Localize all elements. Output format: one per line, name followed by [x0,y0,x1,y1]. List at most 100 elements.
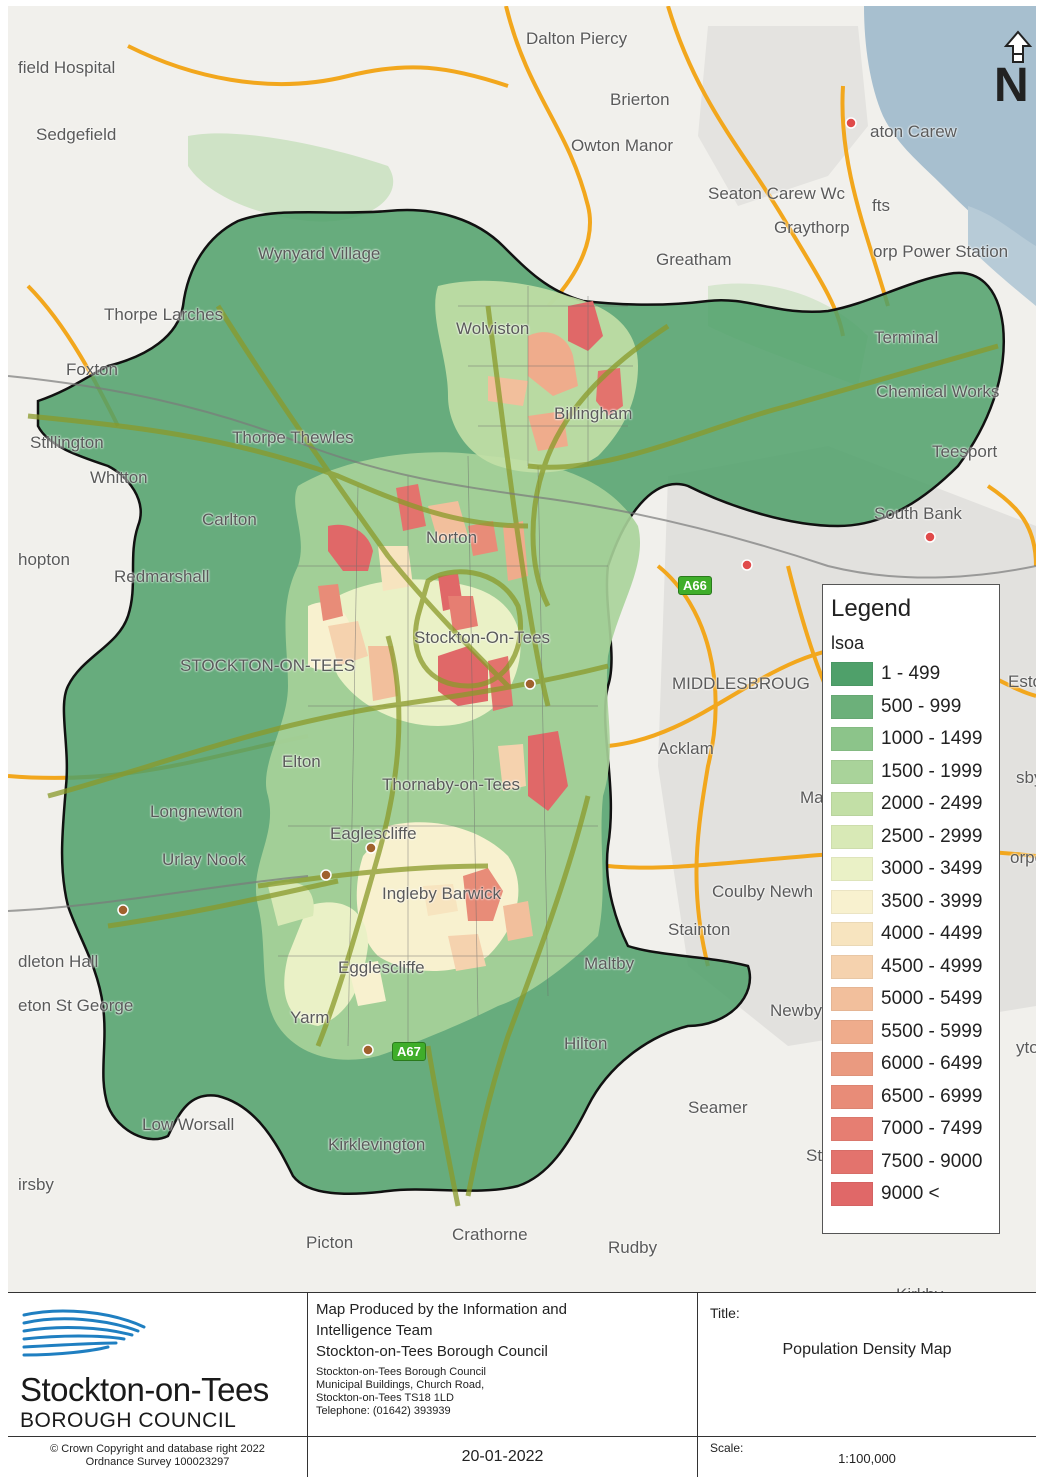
place-label: Thorpe Thewles [232,428,354,447]
map-date: 20-01-2022 [461,1448,544,1465]
legend-label: 2500 - 2999 [881,825,983,847]
legend-item: 5500 - 5999 [831,1016,991,1049]
place-label: Seaton Carew Wc [708,184,845,203]
date-cell: 20-01-2022 [308,1437,698,1477]
north-label: N [994,59,1029,112]
legend-swatch [831,857,873,882]
place-label: irsby [18,1175,54,1194]
place-label: fts [872,196,890,215]
title-label: Title: [710,1305,740,1321]
produced-line3: Stockton-on-Tees Borough Council [316,1343,548,1360]
place-label: Billingham [554,404,633,423]
legend-label: 1500 - 1999 [881,760,983,782]
legend-item: 500 - 999 [831,691,991,724]
place-label: Dalton Piercy [526,29,628,48]
place-label: Rudby [608,1238,658,1257]
place-label: eton St George [18,996,134,1015]
place-label: Acklam [658,739,714,758]
scale-cell: Scale: 1:100,000 [698,1437,1036,1477]
legend-label: 500 - 999 [881,695,962,717]
place-label: Terminal [874,328,939,347]
legend-swatch [831,1084,873,1109]
legend-swatch [831,694,873,719]
title-cell: Title: Population Density Map [698,1293,1036,1437]
place-label: Picton [306,1233,354,1252]
place-label: Wynyard Village [258,244,381,263]
address-line2: Municipal Buildings, Church Road, [316,1379,485,1391]
legend-label: 3500 - 3999 [881,890,983,912]
legend-label: 3000 - 3499 [881,858,983,880]
legend-label: 2000 - 2499 [881,793,983,815]
north-arrow-icon [1003,30,1033,63]
legend-item: 4000 - 4499 [831,918,991,951]
place-label: Low Worsall [142,1115,235,1134]
legend-item: 1500 - 1999 [831,756,991,789]
legend-swatch [831,759,873,784]
legend-swatch [831,1117,873,1142]
map-title: Population Density Map [782,1341,952,1358]
legend-label: 6500 - 6999 [881,1085,983,1107]
legend-label: 4000 - 4499 [881,923,983,945]
legend-item: 4500 - 4999 [831,951,991,984]
place-label: MIDDLESBROUG [672,674,810,693]
place-label: Egglescliffe [338,958,425,977]
legend-item: 9000 < [831,1178,991,1211]
place-label: Newby [770,1001,822,1020]
address-line4: Telephone: (01642) 393939 [316,1405,451,1417]
address-line3: Stockton-on-Tees TS18 1LD [316,1392,454,1404]
legend-label: 9000 < [881,1183,940,1205]
legend-swatch [831,889,873,914]
place-label: STOCKTON-ON-TEES [180,656,356,675]
address-line1: Stockton-on-Tees Borough Council [316,1366,486,1378]
legend-item: 2000 - 2499 [831,788,991,821]
place-label: Urlay Nook [162,850,247,869]
place-label: Kirklevington [328,1135,426,1154]
place-label: Chemical Works [876,382,1000,401]
legend-label: 5000 - 5499 [881,988,983,1010]
legend-item: 1000 - 1499 [831,723,991,756]
place-label: hopton [18,550,70,569]
place-label: Norton [426,528,478,547]
legend-swatch [831,922,873,947]
logo-line1: Stockton-on-Tees [20,1371,269,1408]
produced-line1: Map Produced by the Information and [316,1301,567,1318]
copyright-cell: © Crown Copyright and database right 202… [8,1437,308,1477]
legend-item: 3500 - 3999 [831,886,991,919]
place-label: Stockton-On-Tees [414,628,551,647]
place-label: Stillington [30,433,104,452]
place-label: Graythorp [774,218,850,237]
place-label: Thorpe Larches [104,305,224,324]
council-logo-cell: Stockton-on-Tees BOROUGH COUNCIL [8,1293,308,1437]
place-label: Crathorne [452,1225,528,1244]
legend-label: 4500 - 4999 [881,955,983,977]
legend-item: 7500 - 9000 [831,1146,991,1179]
council-logo-icon [22,1309,146,1357]
place-label: Greatham [656,250,732,269]
place-label: Yarm [290,1008,330,1027]
copyright-line2: Ordnance Survey 100023297 [85,1456,230,1468]
place-label: Maltby [584,954,635,973]
place-label: Wolviston [456,319,530,338]
legend-label: 5500 - 5999 [881,1020,983,1042]
legend-label: 1000 - 1499 [881,728,983,750]
place-label: Sedgefield [36,125,117,144]
place-label: yton [1016,1038,1036,1057]
place-label: Thornaby-on-Tees [382,775,520,794]
place-label: Stainton [668,920,731,939]
legend-swatch [831,662,873,687]
legend-title: Legend [831,595,912,622]
road-label: A66 [678,576,712,595]
legend-label: 7000 - 7499 [881,1118,983,1140]
legend-swatch [831,824,873,849]
legend-swatch [831,987,873,1012]
place-label: Brierton [610,90,670,109]
legend-item: 6000 - 6499 [831,1048,991,1081]
place-label: orpe [1010,848,1036,867]
place-label: South Bank [874,504,962,523]
legend-swatch [831,1019,873,1044]
place-label: Kirkby [896,1285,943,1292]
footer-panel: Stockton-on-Tees BOROUGH COUNCIL Map Pro… [8,1292,1036,1477]
place-label: Ingleby Barwick [382,884,502,903]
scale-label: Scale: [710,1441,744,1455]
place-label: Carlton [202,510,257,529]
